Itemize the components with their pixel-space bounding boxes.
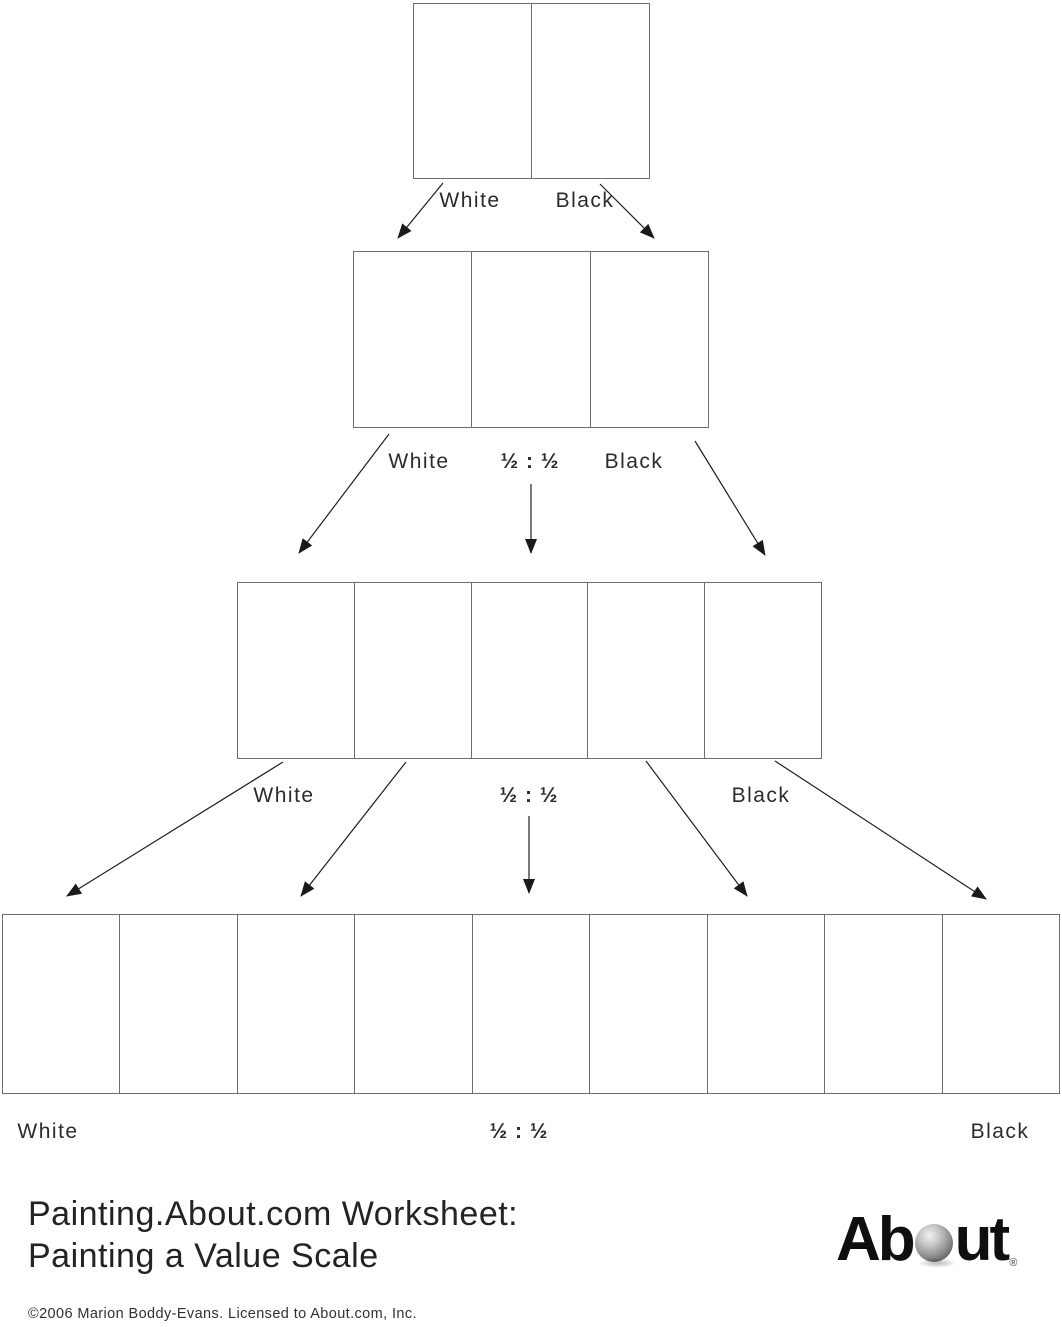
value-cell <box>473 915 591 1093</box>
arrow-mix-left-to-9step <box>300 761 407 897</box>
value-cell <box>591 252 708 427</box>
about-logo-text-left: Ab <box>836 1205 916 1274</box>
label-ratio-row3: ½ : ½ <box>499 784 559 807</box>
label-white-row1: White <box>439 189 501 212</box>
label-black-row1: Black <box>555 189 615 212</box>
value-cell <box>238 915 356 1093</box>
value-cell <box>588 583 706 758</box>
arrow-white-to-3step <box>397 182 444 239</box>
registered-trademark-icon: ® <box>1009 1257 1018 1269</box>
label-black-row2: Black <box>604 450 664 473</box>
arrow-black-to-9step <box>774 760 987 900</box>
value-cell <box>825 915 943 1093</box>
value-cell <box>3 915 121 1093</box>
arrow-black-to-5step <box>694 440 766 556</box>
label-ratio-row4: ½ : ½ <box>489 1120 549 1143</box>
worksheet-title-line2: Painting a Value Scale <box>28 1237 379 1275</box>
value-cell <box>472 583 589 758</box>
label-black-row3: Black <box>731 784 791 807</box>
value-scale-row-2step <box>413 3 650 179</box>
value-cell <box>708 915 826 1093</box>
value-scale-row-3step <box>353 251 709 428</box>
value-cell <box>238 583 355 758</box>
label-black-row4: Black <box>970 1120 1030 1143</box>
arrow-mix-right-to-9step <box>645 760 748 897</box>
value-scale-row-9step <box>2 914 1060 1094</box>
value-cell <box>943 915 1059 1093</box>
label-white-row4: White <box>17 1120 79 1143</box>
arrow-white-to-9step <box>66 761 284 897</box>
value-scale-row-5step <box>237 582 822 759</box>
value-cell <box>355 915 473 1093</box>
about-logo-text-right: ut <box>954 1205 1011 1274</box>
value-cell <box>532 4 649 178</box>
label-white-row3: White <box>253 784 315 807</box>
arrow-white-to-5step <box>298 433 390 554</box>
worksheet-title-line1: Painting.About.com Worksheet: <box>28 1195 519 1233</box>
label-white-row2: White <box>388 450 450 473</box>
value-cell <box>120 915 238 1093</box>
value-cell <box>414 4 532 178</box>
sphere-icon <box>914 1224 957 1268</box>
value-cell <box>590 915 708 1093</box>
copyright-line: ©2006 Marion Boddy-Evans. Licensed to Ab… <box>28 1306 417 1322</box>
value-cell <box>355 583 472 758</box>
value-cell <box>472 252 591 427</box>
value-cell <box>705 583 821 758</box>
worksheet-title: Painting.About.com Worksheet: Painting a… <box>28 1193 518 1277</box>
value-cell <box>354 252 473 427</box>
label-ratio-row2: ½ : ½ <box>500 450 560 473</box>
